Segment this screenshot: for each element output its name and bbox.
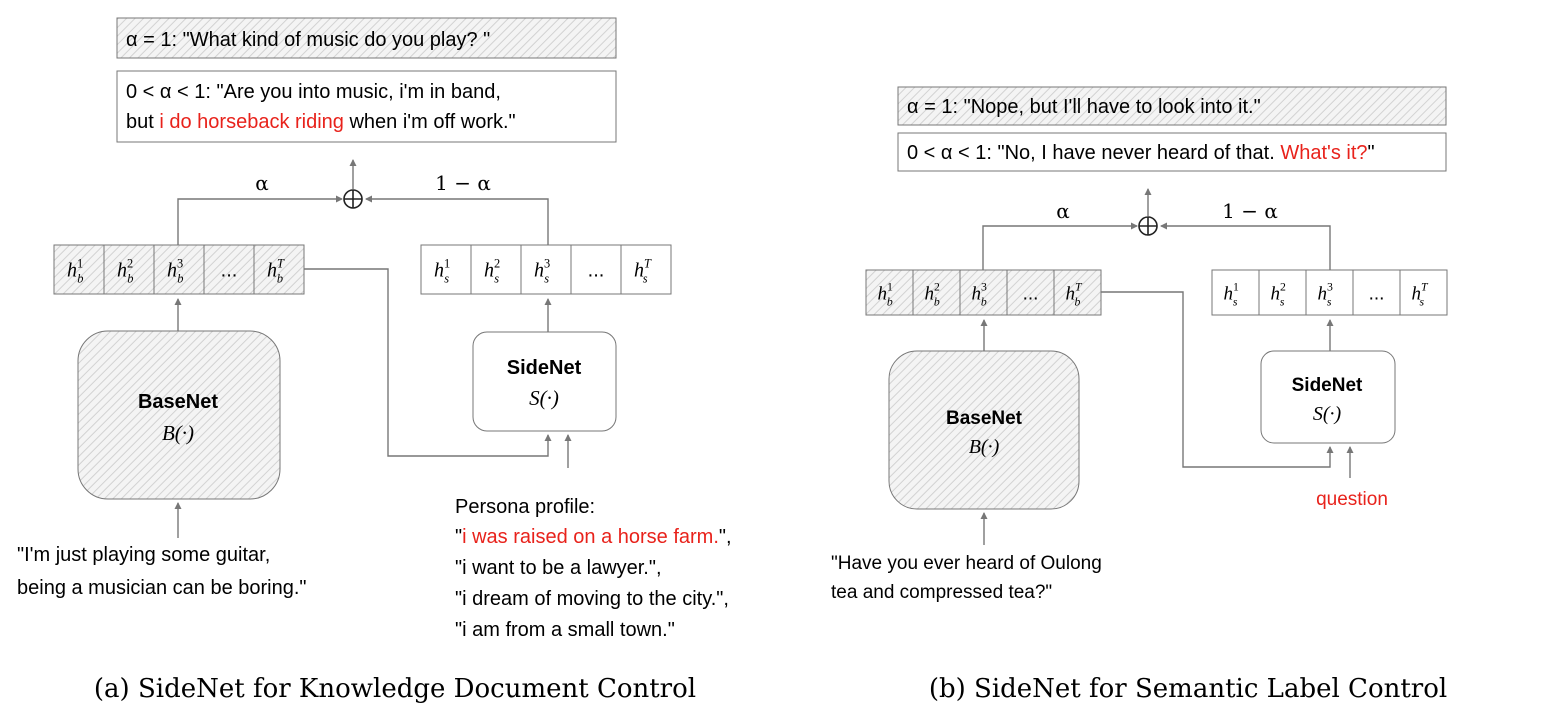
persona-line2-a: "i want to be a lawyer.", (455, 557, 662, 579)
sidenet-func-b: S(·) (1313, 403, 1342, 425)
input-line1-a: "I'm just playing some guitar, (17, 544, 270, 566)
caption-b: (b) SideNet for Semantic Label Control (929, 674, 1447, 704)
hidden-state-cell-hb-ellipsis: ... (221, 260, 238, 282)
hidden-state-cell-hs-ellipsis: ... (1369, 284, 1385, 305)
base-to-side-path-a (304, 268, 552, 457)
alpha-label-b: α (1056, 199, 1070, 223)
basenet-title-b: BaseNet (946, 408, 1023, 429)
persona-line3-a: "i dream of moving to the city.", (455, 588, 729, 610)
caption-a: (a) SideNet for Knowledge Document Contr… (94, 674, 696, 704)
sidenet-block-a (472, 331, 617, 432)
output-mixed-text-b: 0 < α < 1: "No, I have never heard of th… (907, 142, 1375, 164)
basenet-func-b: B(·) (969, 436, 1000, 458)
one-minus-alpha-label-a: 1 − α (435, 171, 491, 195)
sidenet-func-a: S(·) (529, 386, 559, 410)
persona-title-a: Persona profile: (455, 496, 595, 518)
persona-line1-a: "i was raised on a horse farm.", (455, 526, 732, 548)
alpha-path-a (177, 195, 343, 245)
output-alpha-one-box-b (897, 86, 1447, 126)
output-alpha-one-text-b: α = 1: "Nope, but I'll have to look into… (907, 96, 1261, 118)
output-mixed-box-a (116, 70, 617, 143)
alpha-label-a: α (255, 171, 269, 195)
sidenet-title-a: SideNet (507, 357, 582, 379)
sidenet-title-b: SideNet (1292, 375, 1363, 396)
alpha-path-b (982, 222, 1138, 270)
basenet-func-a: B(·) (162, 421, 194, 445)
basenet-block-a (77, 330, 281, 500)
output-alpha-one-text-a: α = 1: "What kind of music do you play? … (126, 29, 490, 51)
input-line2-b: tea and compressed tea?" (831, 582, 1052, 603)
input-line1-b: "Have you ever heard of Oulong (831, 553, 1102, 574)
base-to-side-path-b (1101, 291, 1334, 468)
one-minus-alpha-path-b (1160, 222, 1331, 270)
output-mixed-line2-a: but i do horseback riding when i'm off w… (126, 111, 516, 133)
input-line2-a: being a musician can be boring." (17, 577, 307, 599)
one-minus-alpha-label-b: 1 − α (1222, 199, 1278, 223)
basenet-block-b (888, 350, 1080, 510)
hidden-state-cell-hs-ellipsis: ... (588, 260, 605, 282)
semantic-label-b: question (1316, 489, 1388, 510)
basenet-title-a: BaseNet (138, 391, 218, 413)
panel-b: α = 1: "Nope, but I'll have to look into… (831, 86, 1448, 704)
one-minus-alpha-path-a (365, 195, 549, 245)
output-mixed-line1-a: 0 < α < 1: "Are you into music, i'm in b… (126, 81, 501, 103)
sidenet-block-b (1260, 350, 1396, 444)
panel-a: α = 1: "What kind of music do you play? … (17, 17, 732, 704)
output-alpha-one-box-a (116, 17, 617, 59)
hidden-state-cell-hb-ellipsis: ... (1023, 284, 1039, 305)
persona-line4-a: "i am from a small town." (455, 619, 675, 641)
output-mixed-box-b (897, 132, 1447, 172)
